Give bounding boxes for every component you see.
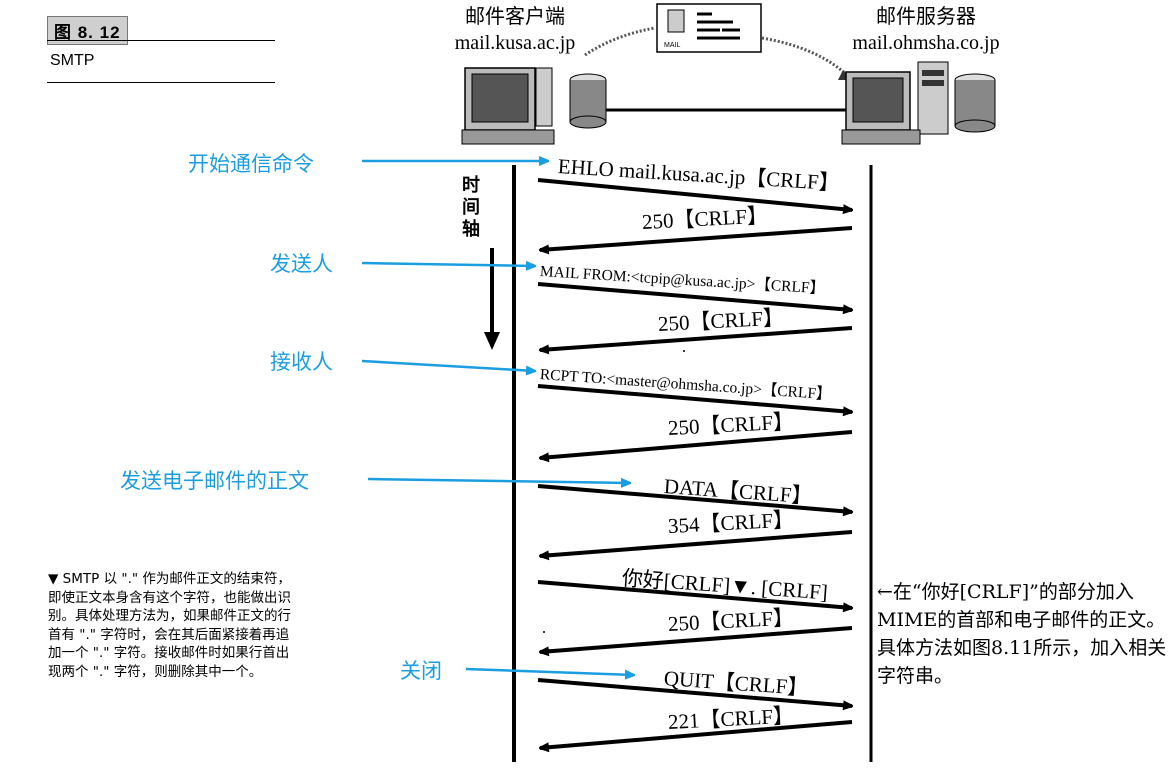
- annot-arrow-close: [465, 667, 634, 675]
- arrow-rcpt: [537, 384, 852, 412]
- annot-arrow-sender: [361, 263, 535, 266]
- arrow-reply-5: [540, 626, 853, 652]
- annot-sender: 发送人: [270, 252, 333, 276]
- arrow-reply-1: [540, 226, 853, 250]
- annot-close: 关闭: [400, 659, 442, 683]
- mail-path-left: [584, 26, 656, 57]
- figure-title: SMTP: [50, 52, 95, 69]
- time-axis-label: 时间轴: [462, 175, 480, 240]
- client-label-block: 邮件客户端 mail.kusa.ac.jp: [430, 4, 600, 56]
- arrow-reply-4: [540, 530, 853, 556]
- server-computer-icon: [841, 61, 996, 145]
- arrow-quit: [537, 678, 852, 706]
- right-note: ←在“你好[CRLF]”的部分加入MIME的首部和电子邮件的正文。具体方法如图8…: [877, 581, 1167, 687]
- arrow-ehlo: [537, 178, 852, 210]
- arrow-reply-2: [540, 326, 853, 350]
- annot-arrow-body: [367, 477, 630, 483]
- arrow-data: [537, 484, 852, 512]
- mail-path-right: [761, 36, 852, 80]
- client-computer-icon: [461, 67, 607, 145]
- annot-arrow-recipient: [361, 359, 535, 371]
- server-host: mail.ohmsha.co.jp: [852, 32, 1000, 54]
- time-axis-arrowhead: [484, 332, 500, 350]
- annot-start: 开始通信命令: [188, 152, 314, 176]
- title-divider: [47, 82, 275, 83]
- server-label: 邮件服务器: [876, 6, 976, 28]
- header-divider: [47, 40, 275, 41]
- annot-body: 发送电子邮件的正文: [120, 469, 309, 493]
- arrow-mailfrom: [537, 282, 852, 310]
- client-label: 邮件客户端: [465, 6, 565, 28]
- client-host: mail.kusa.ac.jp: [454, 32, 576, 54]
- arrow-reply-3: [540, 430, 853, 458]
- svg-text:MAIL: MAIL: [664, 42, 680, 49]
- arrow-body: [537, 580, 852, 608]
- side-note: ▼ SMTP 以 "." 作为邮件正文的结束符，即使正文本身含有这个字符，也能做…: [48, 571, 291, 680]
- server-label-block: 邮件服务器 mail.ohmsha.co.jp: [836, 4, 1016, 56]
- arrow-reply-6: [540, 720, 853, 748]
- mail-envelope-icon: MAIL: [656, 3, 762, 53]
- annot-recipient: 接收人: [270, 350, 333, 374]
